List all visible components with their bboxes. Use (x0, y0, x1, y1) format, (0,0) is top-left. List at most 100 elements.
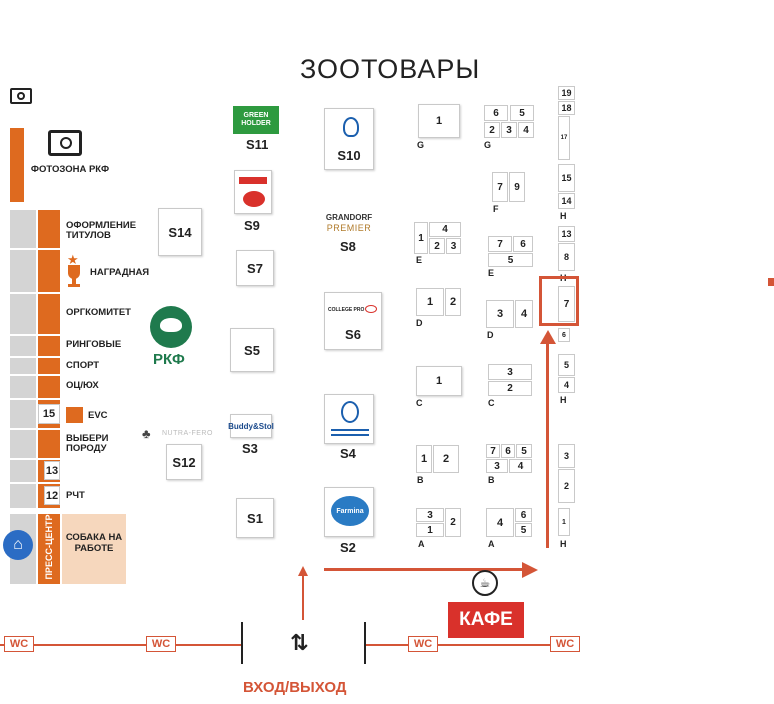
h-cell-2[interactable]: 2 (558, 469, 575, 503)
h-cell-14[interactable]: 14 (558, 193, 575, 209)
nutra-logo-text: NUTRA-FERO (162, 430, 213, 437)
h-cell-6[interactable]: 6 (558, 328, 570, 342)
g2-cell-2[interactable]: 2 (484, 122, 500, 138)
block-d-label: D (416, 318, 423, 328)
a-cell-1[interactable]: 1 (416, 523, 444, 537)
wc-3[interactable]: WC (408, 636, 438, 652)
f-cell-9[interactable]: 9 (509, 172, 525, 202)
stand-s7[interactable]: S7 (236, 250, 274, 286)
sport-label: СПОРТ (66, 360, 100, 371)
stand-s6[interactable]: S6 COLLEGE PRO (324, 292, 382, 350)
h-cell-7[interactable]: 7 (558, 286, 575, 322)
stand-s14[interactable]: S14 (158, 208, 202, 256)
block-b-label: B (417, 475, 424, 485)
stand-s3: S3 (242, 441, 258, 456)
cafe-cup-icon: ☕ (472, 570, 498, 596)
d2-cell-4[interactable]: 4 (515, 300, 533, 328)
stand-s3-box[interactable]: Buddy&Stol (228, 414, 274, 438)
e-cell-2[interactable]: 2 (429, 238, 445, 254)
h-cell-1[interactable]: 1 (558, 508, 570, 536)
g2-cell-3[interactable]: 3 (501, 122, 517, 138)
block-f-label: F (493, 204, 499, 214)
f-cell-7[interactable]: 7 (492, 172, 508, 202)
s4-logo-icon (341, 401, 359, 423)
wc-4[interactable]: WC (550, 636, 580, 652)
zone-13: 13 (44, 461, 60, 480)
wc-2[interactable]: WC (146, 636, 176, 652)
block-a2-label: A (488, 539, 495, 549)
awards-label: НАГРАДНАЯ (90, 267, 150, 278)
map-title: ЗООТОВАРЫ (300, 54, 481, 84)
a2-cell-6[interactable]: 6 (515, 508, 532, 522)
entrance-divider-left (241, 622, 243, 664)
h-cell-8[interactable]: 8 (558, 243, 575, 271)
b2-cell-4[interactable]: 4 (509, 459, 532, 473)
stand-s9-box[interactable] (234, 170, 272, 214)
highlight-cell-7 (539, 276, 579, 326)
e-cell-4[interactable]: 4 (429, 222, 461, 237)
red-dot-mark (768, 278, 774, 286)
stand-s5[interactable]: S5 (230, 328, 274, 372)
d-cell-1[interactable]: 1 (416, 288, 444, 316)
stand-s1[interactable]: S1 (236, 498, 274, 538)
b2-cell-7[interactable]: 7 (486, 444, 500, 458)
rkf-dog-logo-icon (150, 306, 192, 348)
b-cell-1[interactable]: 1 (416, 445, 432, 473)
dog-at-work-label: СОБАКА НА РАБОТЕ (65, 532, 123, 554)
h-cell-4[interactable]: 4 (558, 377, 575, 393)
stand-s12[interactable]: S12 (166, 444, 202, 480)
e2-cell-7[interactable]: 7 (488, 236, 512, 252)
block-g-label: G (417, 140, 425, 150)
route-horizontal (324, 568, 524, 571)
stand-s11[interactable]: S11 (246, 137, 269, 152)
h-cell-19[interactable]: 19 (558, 86, 575, 100)
stand-s4-box[interactable] (324, 394, 374, 444)
titles-label: ОФОРМЛЕНИЕ ТИТУЛОВ (66, 220, 137, 241)
award-cup-icon (68, 265, 80, 279)
a2-cell-4[interactable]: 4 (486, 508, 514, 537)
g2-cell-5[interactable]: 5 (510, 105, 534, 121)
d-cell-2[interactable]: 2 (445, 288, 461, 316)
e-cell-1[interactable]: 1 (414, 222, 428, 254)
b2-cell-5[interactable]: 5 (516, 444, 532, 458)
press-center-bar (38, 514, 60, 584)
c2-cell-2[interactable]: 2 (488, 381, 532, 396)
stand-s2: S2 (340, 540, 356, 555)
g2-cell-6[interactable]: 6 (484, 105, 508, 121)
entrance-arrows-icon: ⇅ (290, 630, 309, 655)
g2-cell-4[interactable]: 4 (518, 122, 534, 138)
wc-1[interactable]: WC (4, 636, 34, 652)
h-cell-18[interactable]: 18 (558, 101, 575, 115)
h-cell-3[interactable]: 3 (558, 444, 575, 468)
e2-cell-6[interactable]: 6 (513, 236, 533, 252)
g-cell-1[interactable]: 1 (418, 104, 460, 138)
ring-label: РИНГОВЫЕ (66, 339, 122, 350)
a-cell-3[interactable]: 3 (416, 508, 444, 522)
h-cell-17[interactable]: 17 (558, 116, 570, 160)
block-c-label: C (416, 398, 423, 408)
h-cell-15[interactable]: 15 (558, 164, 575, 192)
stand-s2-box[interactable]: Farmina (324, 487, 374, 537)
h-cell-13[interactable]: 13 (558, 226, 575, 242)
e2-cell-5[interactable]: 5 (488, 253, 533, 267)
b2-cell-6[interactable]: 6 (501, 444, 515, 458)
cafe-sign[interactable]: КАФЕ (448, 602, 524, 638)
stand-s10[interactable]: S10 (324, 108, 374, 170)
e-cell-3[interactable]: 3 (446, 238, 461, 254)
grandorf-logo: GRANDORF PREMIER (325, 213, 373, 233)
a2-cell-5[interactable]: 5 (515, 523, 532, 537)
photo-zone-camera-icon (48, 130, 82, 156)
c-cell-1[interactable]: 1 (416, 366, 462, 396)
a-cell-2[interactable]: 2 (445, 508, 461, 537)
c2-cell-3[interactable]: 3 (488, 364, 532, 380)
oc-label: ОЦ/ЮХ (66, 380, 99, 391)
left-orange-strip (38, 210, 60, 508)
h-cell-5[interactable]: 5 (558, 354, 575, 376)
route-arrow-entrance-icon (298, 566, 308, 576)
camera-icon (10, 88, 32, 104)
b2-cell-3[interactable]: 3 (486, 459, 508, 473)
stand-s8[interactable]: S8 (340, 239, 356, 254)
d2-cell-3[interactable]: 3 (486, 300, 514, 328)
b-cell-2[interactable]: 2 (433, 445, 459, 473)
college-pro-logo: COLLEGE PRO (328, 307, 365, 313)
